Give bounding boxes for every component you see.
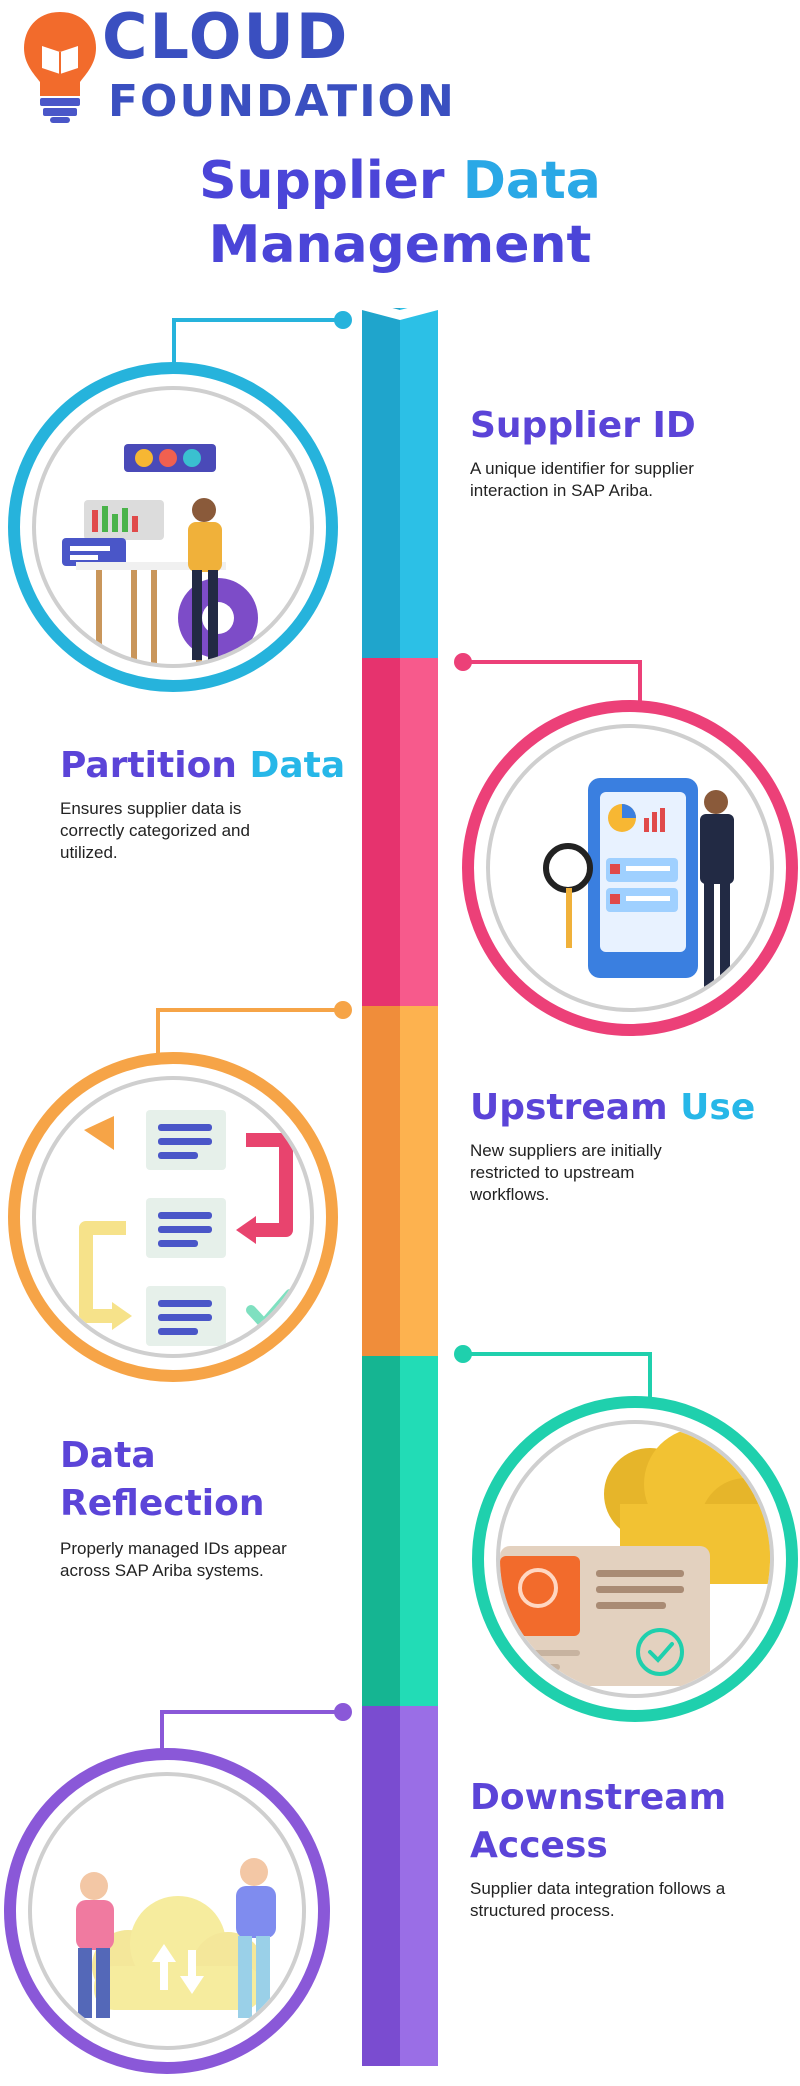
section-title-2: Partition Data <box>60 745 346 786</box>
connector-dot-2 <box>454 653 472 671</box>
illustration-ring-3 <box>8 1052 338 1382</box>
timeline-segment-4 <box>362 1356 438 1716</box>
section-title-3: Upstream Use <box>470 1087 756 1128</box>
illustration-ring-4 <box>472 1396 798 1722</box>
connector-1 <box>172 318 346 366</box>
logo-wordmark-line1: CLOUD <box>102 0 350 73</box>
connector-2 <box>462 660 642 704</box>
cloud-transfer-icon <box>76 1858 276 2018</box>
connector-dot-5 <box>334 1703 352 1721</box>
illustration-ring-2 <box>462 700 798 1036</box>
desk-analytics-icon <box>62 444 258 664</box>
page-title-line2: Management <box>208 215 592 275</box>
connector-dot-4 <box>454 1345 472 1363</box>
logo: CLOUD FOUNDATION <box>20 0 780 127</box>
connector-4 <box>462 1352 652 1400</box>
timeline-segment-5 <box>362 1706 438 2066</box>
section-desc-2: Ensures supplier data is correctly categ… <box>60 799 250 862</box>
connector-3 <box>156 1008 346 1056</box>
illustration-ring-1 <box>8 362 338 692</box>
section-title-4: Data Reflection <box>60 1435 265 1524</box>
connector-dot-3 <box>334 1001 352 1019</box>
timeline-segment-1 <box>362 308 438 668</box>
section-desc-4: Properly managed IDs appear across SAP A… <box>60 1539 287 1580</box>
document-flow-icon <box>79 1110 295 1346</box>
timeline-segment-3 <box>362 1006 438 1366</box>
page-title-word2: Data <box>462 151 601 211</box>
id-card-cloud-icon <box>500 1428 770 1686</box>
logo-wordmark-line2: FOUNDATION <box>108 76 456 127</box>
lightbulb-book-icon <box>24 12 96 123</box>
connector-dot-1 <box>334 311 352 329</box>
section-title-1: Supplier ID <box>470 405 696 446</box>
section-title-5: Downstream Access <box>470 1777 727 1866</box>
timeline-cap-top <box>362 300 438 320</box>
page-title: Supplier Data <box>0 150 800 212</box>
section-desc-1: A unique identifier for supplier interac… <box>470 459 694 500</box>
timeline-segment-2 <box>362 658 438 1018</box>
section-desc-3: New suppliers are initially restricted t… <box>470 1141 662 1204</box>
connector-5 <box>160 1710 346 1752</box>
section-desc-5: Supplier data integration follows a stru… <box>470 1879 726 1920</box>
illustration-ring-5 <box>4 1748 330 2074</box>
page-title-word1: Supplier <box>199 151 445 211</box>
dashboard-presenter-icon <box>543 778 734 992</box>
